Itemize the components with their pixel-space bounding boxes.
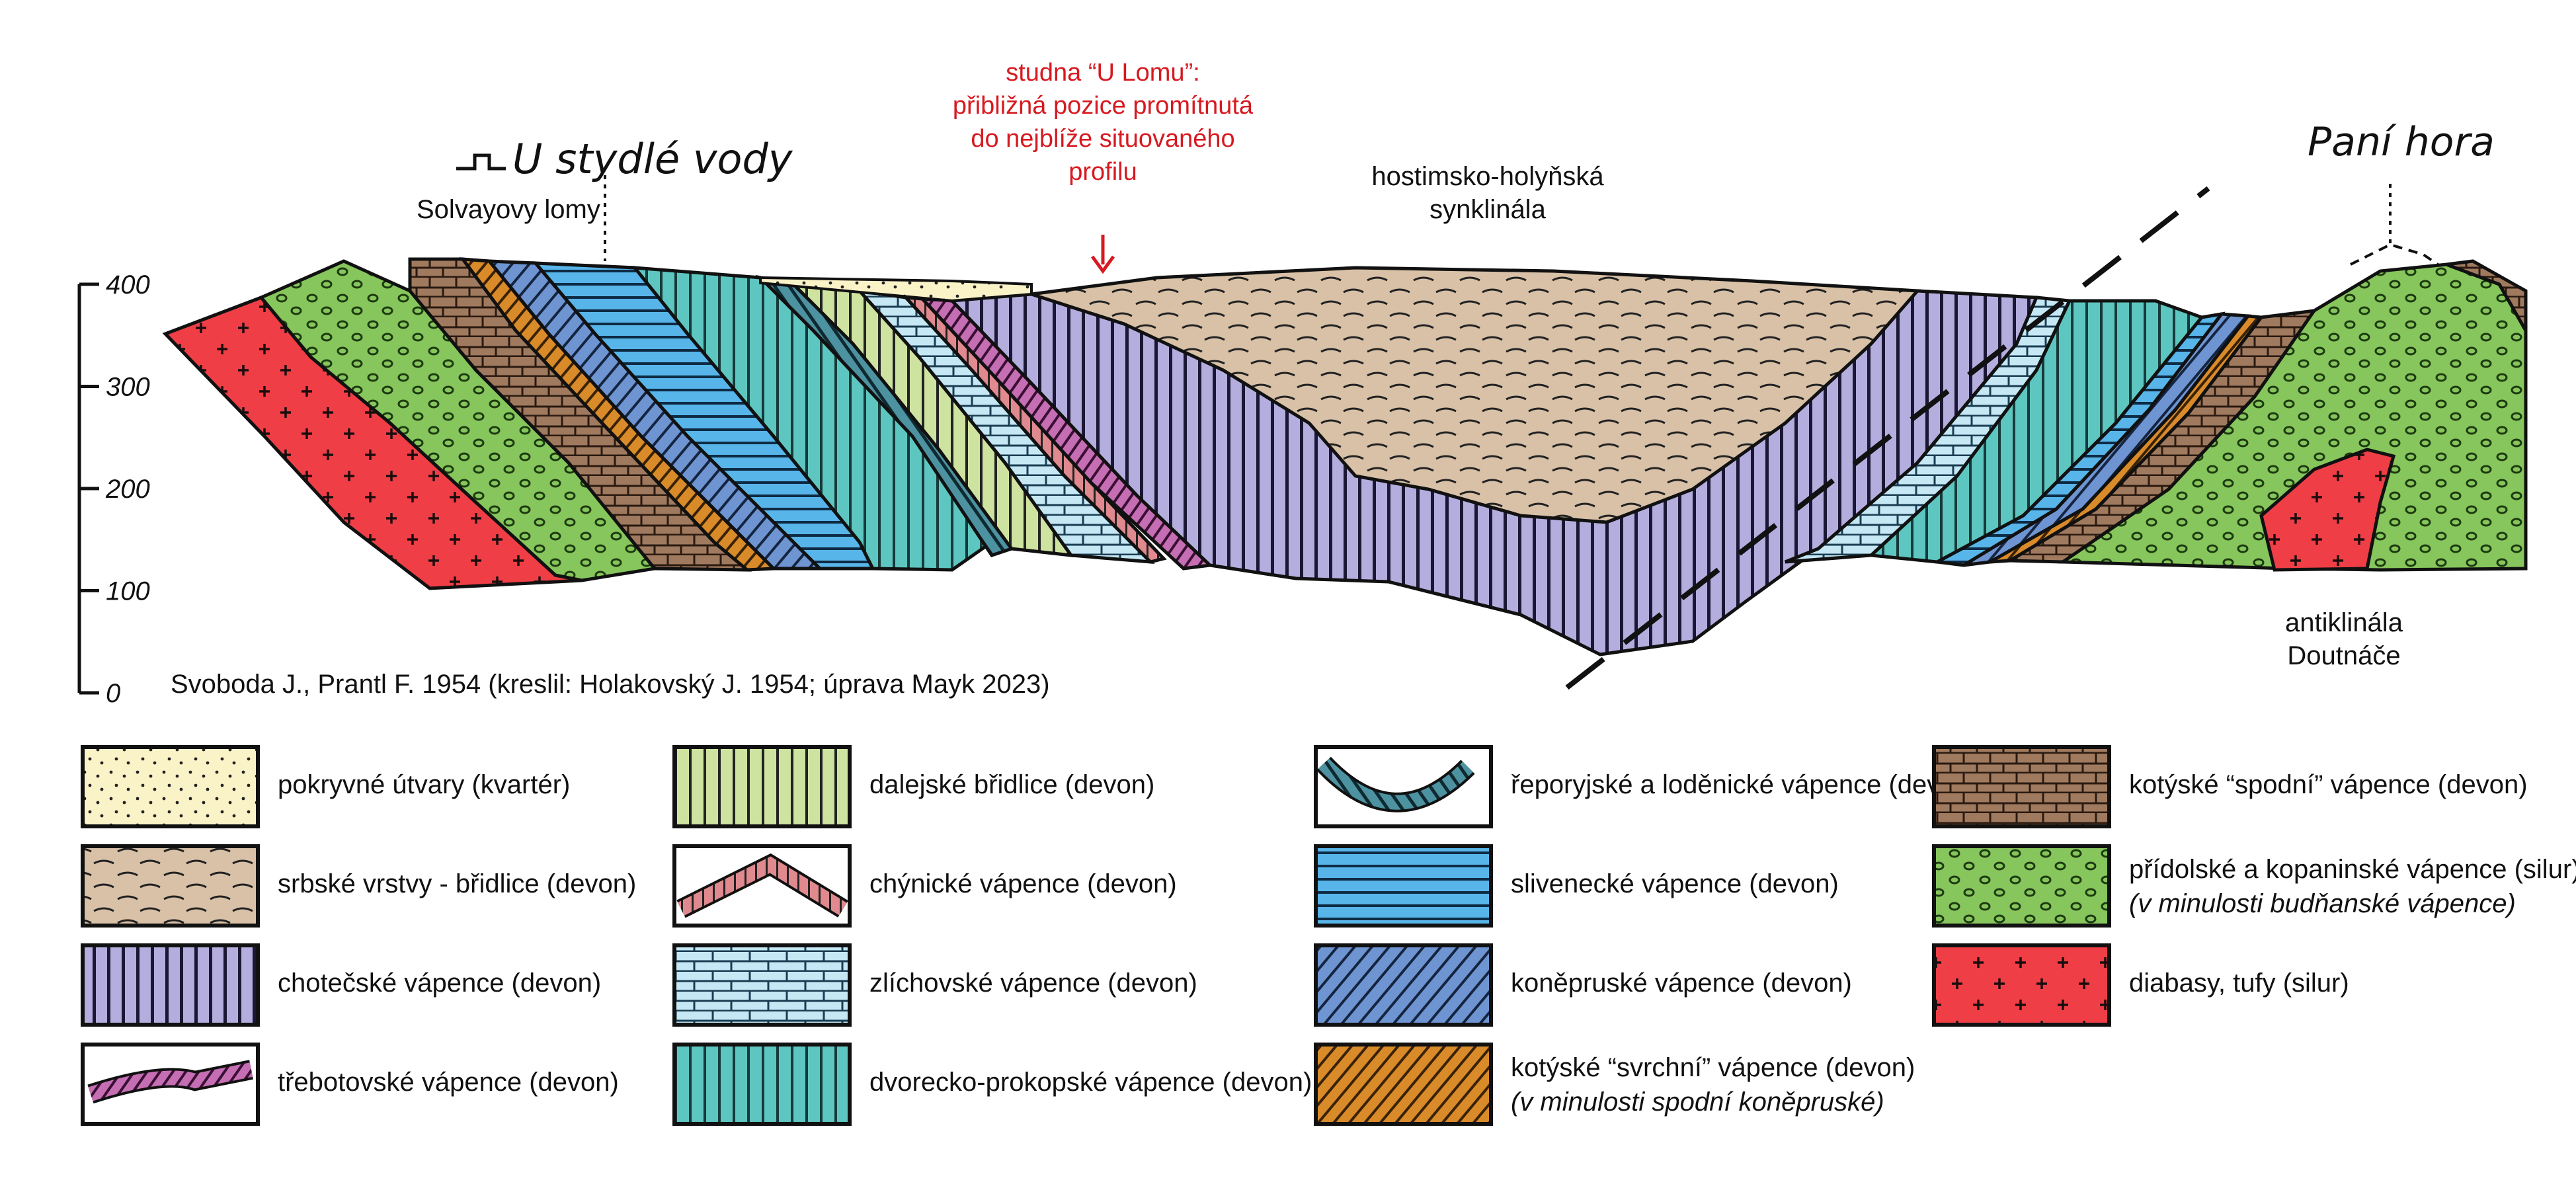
axis-tick-label: 100: [106, 577, 150, 606]
legend-label: pokryvné útvary (kvartér): [278, 770, 570, 799]
legend-item-dvorce: dvorecko-prokopské vápence (devon): [672, 1043, 1312, 1126]
legend-item-reporyje: řeporyjské a loděnické vápence (devon): [1314, 745, 1978, 828]
elevation-axis: 400 300 200 100 0: [77, 270, 150, 708]
axis-tick-label: 0: [106, 679, 120, 708]
legend-label: řeporyjské a loděnické vápence (devon): [1511, 770, 1978, 799]
legend-swatch-band: [678, 856, 847, 916]
well-symbol: [456, 153, 506, 171]
anticline-line-2: Doutnáče: [2287, 641, 2400, 670]
legend-item-chotec: chotečské vápence (devon): [81, 943, 601, 1027]
layer-kotys-lower-cap: [2446, 259, 2528, 337]
legend-swatch: [81, 943, 260, 1027]
axis-tick-label: 200: [105, 475, 150, 504]
legend-label: diabasy, tufy (silur): [2129, 969, 2349, 998]
axis-tick-label: 400: [106, 270, 150, 299]
legend-label: zlíchovské vápence (devon): [869, 969, 1197, 998]
layer-quaternary-cover: [759, 276, 1033, 303]
legend-item-chynice: chýnické vápence (devon): [672, 844, 1177, 928]
legend-label: chýnické vápence (devon): [869, 869, 1177, 898]
studna-line-1: studna “U Lomu”:: [1006, 59, 1200, 87]
label-solvay: Solvayovy lomy: [417, 195, 600, 224]
studna-line-4: profilu: [1068, 158, 1137, 186]
legend-item-dalejsko: dalejské břidlice (devon): [672, 745, 1154, 828]
layer-srbsko-core: [1031, 266, 1921, 524]
legend-label: kotýské “svrchní” vápence (devon): [1511, 1053, 1915, 1082]
legend-label: třebotovské vápence (devon): [278, 1068, 619, 1097]
legend-swatch: [672, 1043, 852, 1126]
label-anticline: antiklinála Doutnáče: [2285, 608, 2403, 670]
label-syncline: hostimsko-holyňská synklinála: [1371, 162, 1604, 224]
label-pani-hora: Paní hora: [2308, 119, 2495, 165]
figure-credit: Svoboda J., Prantl F. 1954 (kreslil: Hol…: [171, 670, 1050, 699]
legend-swatch: [1314, 844, 1493, 928]
pani-hora-peak-outline: [2350, 243, 2441, 267]
legend-swatch: [1932, 844, 2111, 928]
legend-label: slivenecké vápence (devon): [1511, 869, 1839, 898]
studna-line-3: do nejblíže situovaného: [971, 125, 1234, 153]
legend-item-quaternary: pokryvné útvary (kvartér): [81, 745, 570, 828]
syncline-line-2: synklinála: [1429, 195, 1546, 224]
legend-item-kotys_upper: kotýské “svrchní” vápence (devon) (v minu…: [1314, 1043, 1915, 1126]
studna-arrow: [1090, 235, 1115, 274]
legend-item-kotys_lower: kotýské “spodní” vápence (devon): [1932, 745, 2528, 828]
layer-pridoli-right: [2058, 262, 2528, 572]
fault-line: [1565, 186, 2210, 690]
cross-section: 400 300 200 100 0: [77, 59, 2528, 708]
layer-diabase-right: [2259, 448, 2396, 572]
axis-tick-label: 300: [106, 373, 150, 402]
legend-swatch: [81, 844, 260, 928]
label-studna: studna “U Lomu”: přibližná pozice promít…: [953, 59, 1254, 186]
legend-item-konepruse: koněpruské vápence (devon): [1314, 943, 1852, 1027]
legend-swatch: [81, 745, 260, 828]
legend-item-trebotov: třebotovské vápence (devon): [81, 1043, 619, 1126]
legend-label: dalejské břidlice (devon): [869, 770, 1154, 799]
legend-swatch: [672, 745, 852, 828]
legend-label-note: (v minulosti budňanské vápence): [2129, 889, 2516, 918]
legend-swatch: [1314, 943, 1493, 1027]
layer-pridoli-left: [258, 259, 658, 582]
syncline-line-1: hostimsko-holyňská: [1371, 162, 1604, 191]
legend-item-pridoli: přídolské a kopaninské vápence (silur) (v…: [1932, 844, 2576, 928]
legend-label: chotečské vápence (devon): [278, 969, 601, 998]
legend-item-diabase: diabasy, tufy (silur): [1932, 943, 2349, 1027]
legend-swatch-band: [1318, 758, 1473, 810]
legend-swatch: [1932, 745, 2111, 828]
legend-label: dvorecko-prokopské vápence (devon): [869, 1068, 1312, 1097]
legend-label: koněpruské vápence (devon): [1511, 969, 1852, 998]
legend-label: kotýské “spodní” vápence (devon): [2129, 770, 2528, 799]
legend-swatch: [1314, 1043, 1493, 1126]
legend-label: srbské vrstvy - břidlice (devon): [278, 869, 636, 898]
legend-label: přídolské a kopaninské vápence (silur): [2129, 855, 2576, 884]
legend-swatch: [1932, 943, 2111, 1027]
legend-swatch: [672, 943, 852, 1027]
legend-item-srbsko: srbské vrstvy - břidlice (devon): [81, 844, 636, 928]
legend: pokryvné útvary (kvartér) srbské vrstvy -…: [81, 745, 2576, 1126]
legend-item-slivenec: slivenecké vápence (devon): [1314, 844, 1839, 928]
anticline-line-1: antiklinála: [2285, 608, 2403, 637]
legend-item-zlichov: zlíchovské vápence (devon): [672, 943, 1197, 1027]
legend-label-note: (v minulosti spodní koněpruské): [1511, 1087, 1884, 1117]
legend-swatch-band: [88, 1062, 253, 1101]
label-u-stydle-vody: U stydlé vody: [512, 135, 793, 183]
studna-line-2: přibližná pozice promítnutá: [953, 92, 1254, 120]
